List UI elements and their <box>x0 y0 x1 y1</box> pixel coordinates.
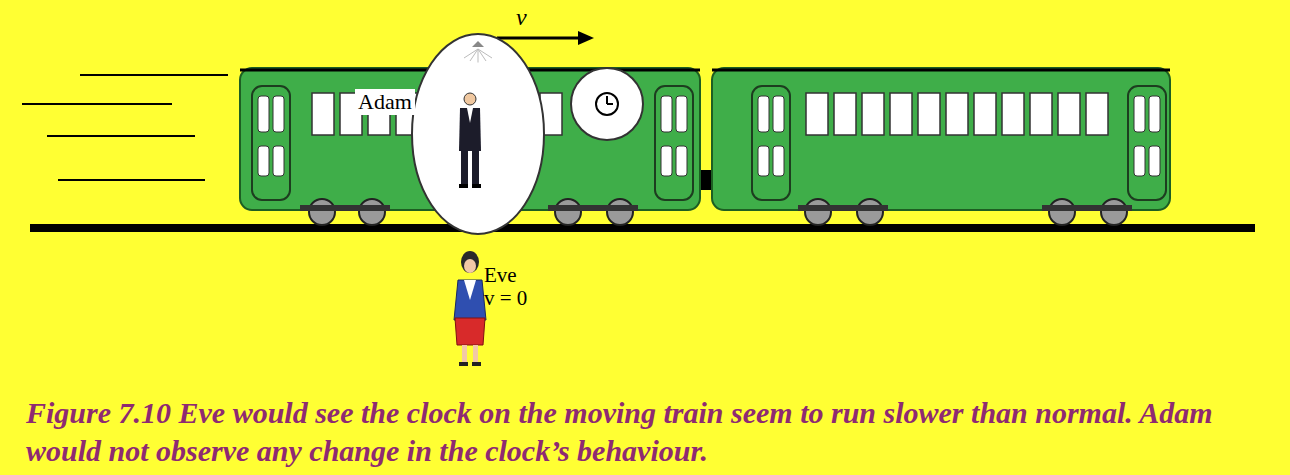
person-name: Eve <box>484 264 517 287</box>
velocity-arrow <box>497 31 594 45</box>
person-name: Adam <box>355 89 415 115</box>
window-ellipse: Adam <box>411 33 545 235</box>
velocity-label: v <box>516 4 527 30</box>
velocity-value: v = 0 <box>484 287 527 310</box>
rail-track <box>30 224 1255 232</box>
speed-lines <box>22 75 228 180</box>
train-car <box>712 68 1170 225</box>
figure-caption: Figure 7.10 Eve would see the clock on t… <box>26 394 1276 470</box>
clock <box>571 68 643 140</box>
adam-figure <box>459 93 481 188</box>
ellipse-outline <box>411 33 545 235</box>
eve-figure <box>454 251 486 366</box>
